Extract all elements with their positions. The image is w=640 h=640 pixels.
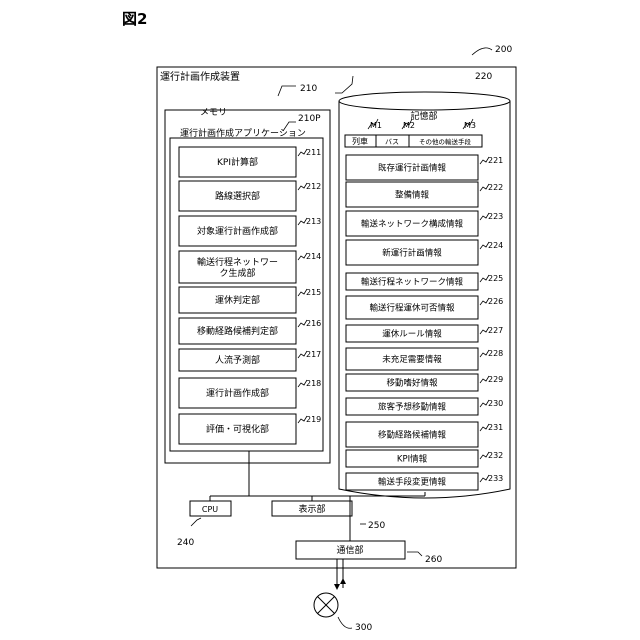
storage-item-label: 既存運行計画情報 [378, 163, 447, 174]
module-ref: 215 [306, 288, 321, 297]
module-label: 運行計画作成部 [206, 387, 269, 399]
module-label: 人流予測部 [215, 354, 260, 366]
module-ref: 212 [306, 182, 321, 191]
arrow-up-icon [340, 578, 346, 584]
module-label: ク生成部 [219, 267, 255, 279]
storage-item-ref: 221 [488, 156, 503, 165]
storage-item-ref: 225 [488, 274, 503, 283]
module-label: 路線選択部 [215, 190, 260, 202]
application-frame [170, 138, 323, 451]
storage-item-ref: 231 [488, 423, 503, 432]
storage-item-ref: 223 [488, 212, 503, 221]
module-label: 移動経路候補判定部 [197, 325, 278, 337]
cpu-ref: 240 [177, 538, 194, 548]
storage-item-label: 輸送ネットワーク構成情報 [361, 219, 464, 230]
communication-ref: 260 [425, 555, 442, 565]
cpu-label: CPU [202, 505, 218, 514]
leader-storage [335, 76, 353, 93]
storage-item-label: 整備情報 [395, 190, 430, 201]
memory-ref: 210 [300, 84, 317, 94]
application-ref: 210P [298, 114, 321, 124]
storage-item-label: 旅客予想移動情報 [378, 402, 447, 413]
storage-item-ref: 229 [488, 375, 503, 384]
application-title: 運行計画作成アプリケーション [180, 127, 306, 139]
device-title: 運行計画作成装置 [160, 70, 240, 83]
module-ref: 211 [306, 148, 321, 157]
device-ref: 200 [495, 45, 512, 55]
storage-item-ref: 222 [488, 183, 503, 192]
mode-tab-other: その他の輸送手段 [419, 137, 472, 146]
mode-ref-m1: M1 [370, 121, 382, 130]
storage-item-label: 輸送行程ネットワーク情報 [361, 277, 464, 288]
storage-item-label: KPI情報 [397, 454, 428, 465]
module-ref: 213 [306, 217, 321, 226]
storage-item-label: 輸送行程運休可否情報 [369, 303, 455, 314]
module-label: KPI計算部 [217, 156, 258, 168]
storage-item-label: 移動経路候補情報 [378, 430, 447, 441]
module-label: 輸送行程ネットワー [197, 256, 278, 268]
storage-item-ref: 227 [488, 326, 503, 335]
storage-item-ref: 230 [488, 399, 503, 408]
storage-item-label: 未充足需要情報 [382, 354, 442, 365]
storage-item-ref: 232 [488, 451, 503, 460]
module-ref: 216 [306, 319, 321, 328]
module-label: 対象運行計画作成部 [197, 225, 278, 237]
network-ref: 300 [355, 623, 372, 633]
storage-item-label: 移動嗜好情報 [386, 378, 438, 389]
storage-ref: 220 [475, 72, 492, 82]
display-label: 表示部 [298, 503, 325, 515]
module-label: 運休判定部 [215, 294, 260, 306]
storage-items: 既存運行計画情報 221 整備情報 222 輸送ネットワーク構成情報 223 新運行計画情報… [346, 155, 503, 490]
mode-ref-m2: M2 [403, 121, 415, 130]
arrow-down-icon [334, 584, 340, 590]
mode-ref-m3: M3 [464, 121, 476, 130]
module-ref: 218 [306, 379, 321, 388]
storage-item-ref: 228 [488, 349, 503, 358]
module-ref: 217 [306, 350, 321, 359]
module-ref: 219 [306, 415, 321, 424]
mode-tab-bus: バス [385, 138, 399, 146]
storage-item-label: 輸送手段変更情報 [378, 477, 447, 488]
communication-label: 通信部 [336, 544, 363, 556]
application-modules: KPI計算部 211 路線選択部 212 対象運行計画作成部 213 輸送行程ネットワーク生… [179, 147, 321, 444]
storage-item-ref: 224 [488, 241, 503, 250]
storage-cylinder-top [339, 92, 510, 110]
memory-title: メモリ [200, 108, 227, 118]
mode-tab-train: 列車 [352, 136, 368, 146]
module-label: 評価・可視化部 [206, 423, 269, 435]
storage-item-ref: 233 [488, 474, 503, 483]
display-ref: 250 [368, 521, 385, 531]
module-ref: 214 [306, 252, 321, 261]
storage-item-label: 運休ルール情報 [382, 329, 442, 340]
storage-item-label: 新運行計画情報 [382, 248, 442, 259]
storage-item-ref: 226 [488, 297, 503, 306]
